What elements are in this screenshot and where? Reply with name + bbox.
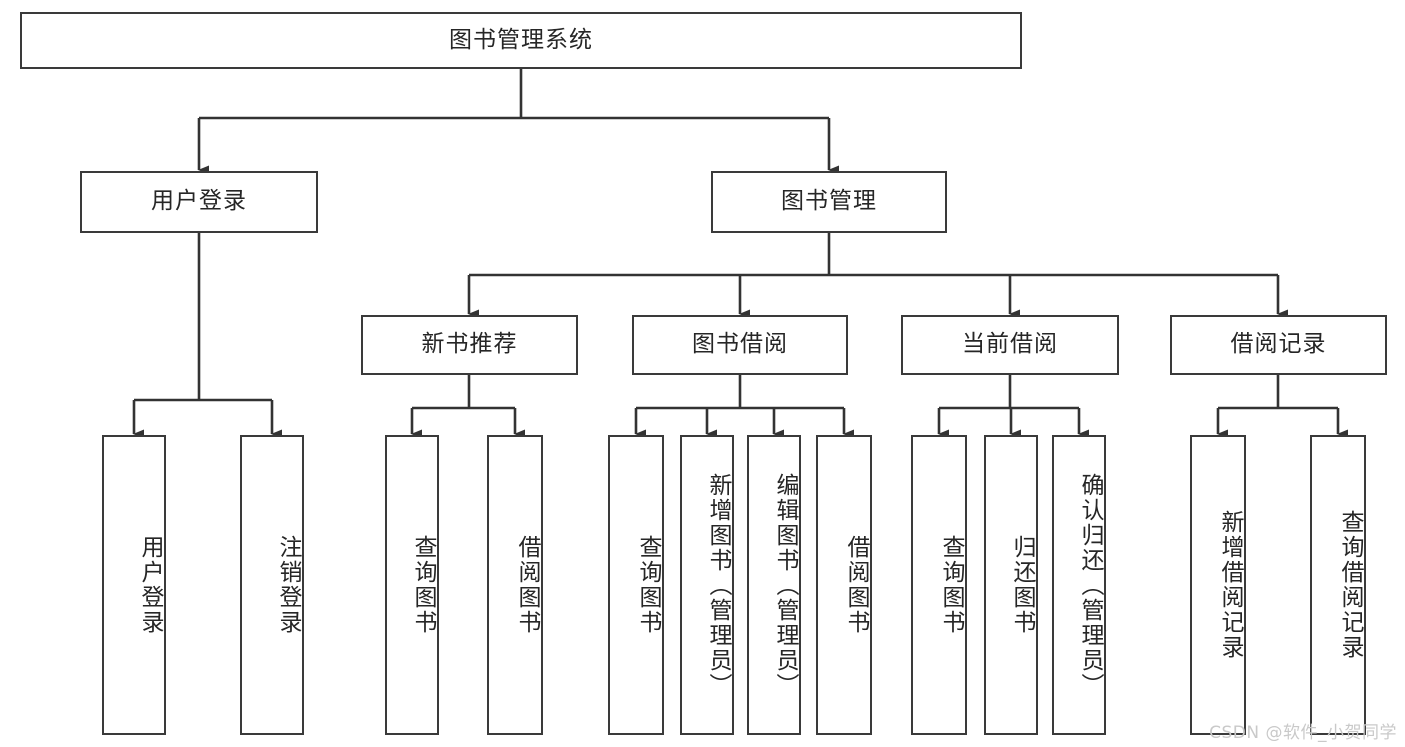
node-current-borrow[interactable]: 当前借阅 <box>901 315 1119 375</box>
node-root-图书管理系统[interactable]: 图书管理系统 <box>20 12 1022 69</box>
node-borrow-record[interactable]: 借阅记录 <box>1170 315 1387 375</box>
node-borrow-record-label: 借阅记录 <box>1230 331 1327 358</box>
node-user-login[interactable]: 用户登录 <box>80 171 318 233</box>
node-leaf-add-book[interactable]: 新增图书（管理员） <box>680 435 734 735</box>
node-leaf-user-logout[interactable]: 注销登录 <box>240 435 304 735</box>
node-root-图书管理系统-label: 图书管理系统 <box>449 26 593 53</box>
node-book-manage[interactable]: 图书管理 <box>711 171 947 233</box>
node-leaf-add-record-label: 新增借阅记录 <box>1217 510 1243 660</box>
node-leaf-confirm-return[interactable]: 确认归还（管理员） <box>1052 435 1106 735</box>
node-leaf-query-book-rec-label: 查询图书 <box>410 535 436 635</box>
node-leaf-return-book-label: 归还图书 <box>1009 535 1035 635</box>
node-leaf-query-book-borrow[interactable]: 查询图书 <box>608 435 664 735</box>
node-leaf-query-book-rec[interactable]: 查询图书 <box>385 435 439 735</box>
node-leaf-user-login-label: 用户登录 <box>137 535 163 635</box>
node-leaf-query-record[interactable]: 查询借阅记录 <box>1310 435 1366 735</box>
node-book-manage-label: 图书管理 <box>781 188 877 215</box>
node-book-borrow[interactable]: 图书借阅 <box>632 315 848 375</box>
node-leaf-edit-book[interactable]: 编辑图书（管理员） <box>747 435 801 735</box>
node-current-borrow-label: 当前借阅 <box>962 331 1058 358</box>
node-leaf-add-record[interactable]: 新增借阅记录 <box>1190 435 1246 735</box>
node-leaf-return-book[interactable]: 归还图书 <box>984 435 1038 735</box>
node-leaf-query-record-label: 查询借阅记录 <box>1337 510 1363 660</box>
node-leaf-query-book-borrow-label: 查询图书 <box>635 535 661 635</box>
node-user-login-label: 用户登录 <box>151 188 247 215</box>
node-book-borrow-label: 图书借阅 <box>692 331 788 358</box>
node-leaf-borrow-book-rec-label: 借阅图书 <box>514 535 540 635</box>
node-leaf-borrow-book[interactable]: 借阅图书 <box>816 435 872 735</box>
node-new-book-recommend-label: 新书推荐 <box>421 331 518 358</box>
node-leaf-add-book-label: 新增图书（管理员） <box>705 472 731 698</box>
node-new-book-recommend[interactable]: 新书推荐 <box>361 315 578 375</box>
node-leaf-edit-book-label: 编辑图书（管理员） <box>772 472 798 698</box>
watermark-text: CSDN @软件_小贺同学 <box>1209 723 1397 743</box>
node-leaf-borrow-book-label: 借阅图书 <box>843 535 869 635</box>
node-leaf-user-login[interactable]: 用户登录 <box>102 435 166 735</box>
node-leaf-confirm-return-label: 确认归还（管理员） <box>1077 472 1103 698</box>
node-leaf-borrow-book-rec[interactable]: 借阅图书 <box>487 435 543 735</box>
node-leaf-query-book-cur[interactable]: 查询图书 <box>911 435 967 735</box>
node-leaf-query-book-cur-label: 查询图书 <box>938 535 964 635</box>
node-leaf-user-logout-label: 注销登录 <box>275 535 301 635</box>
